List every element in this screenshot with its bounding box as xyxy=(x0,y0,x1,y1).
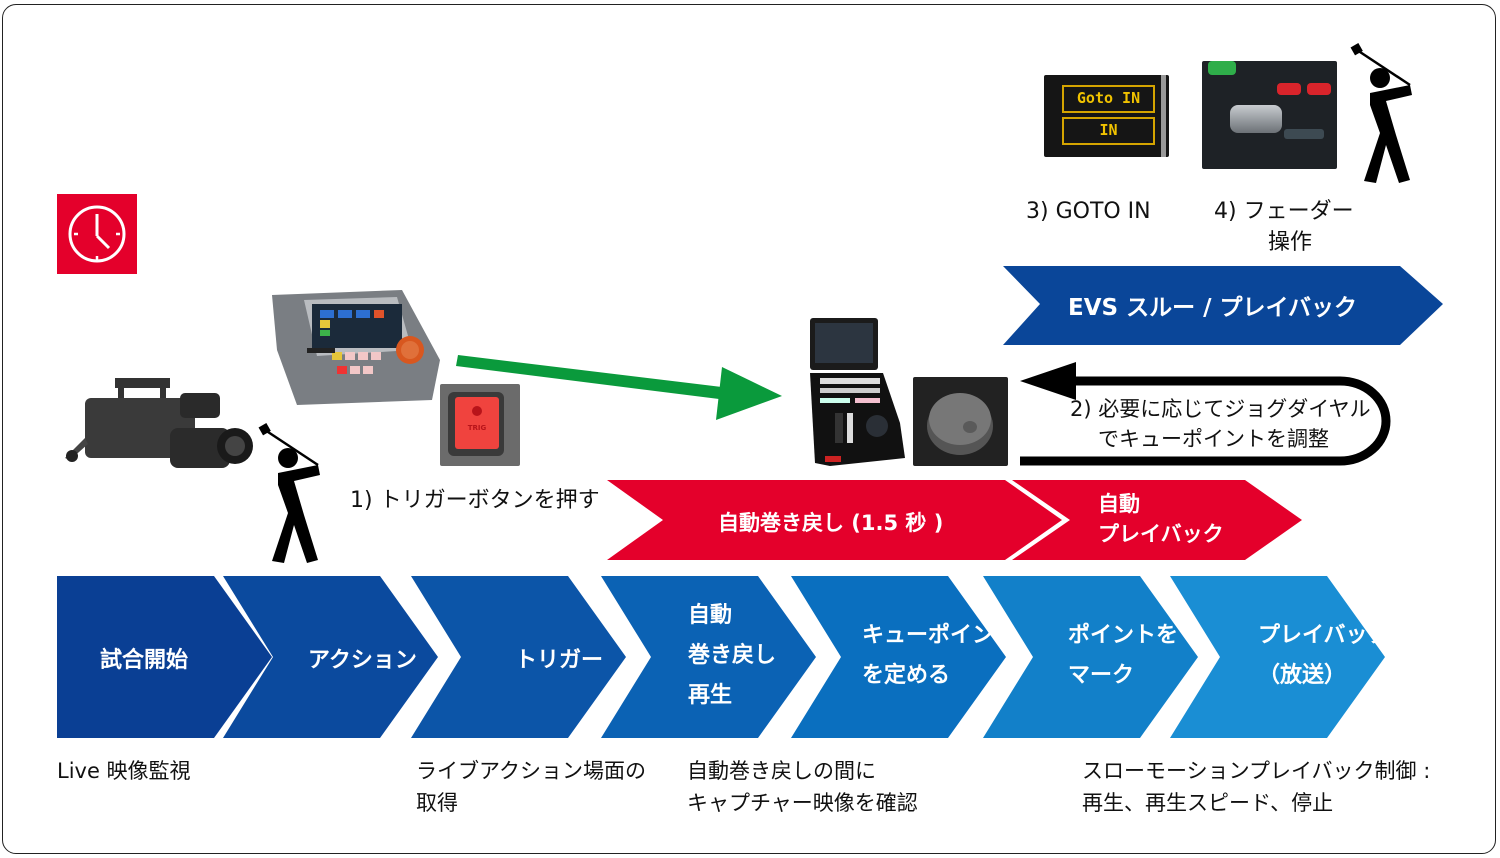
flow-step-label: （放送） xyxy=(1258,663,1347,688)
red-step-2-label-line2: プレイバック xyxy=(1098,522,1224,546)
flow-step-label: トリガー xyxy=(515,648,604,673)
trigger-note-label: 1) トリガーボタンを押す xyxy=(350,488,600,513)
description-review-line2: キャプチャー映像を確認 xyxy=(687,791,918,815)
evs-banner-shape xyxy=(1003,266,1443,345)
flow-step-label: 巻き戻し xyxy=(688,643,777,668)
in-button-text: IN xyxy=(1099,121,1118,139)
flow-step-chevron xyxy=(223,576,438,738)
fader-image xyxy=(1202,61,1337,169)
description-live-line1: Live 映像監視 xyxy=(57,759,191,783)
jog-note-line1: 2) 必要に応じてジョグダイヤル xyxy=(1070,397,1371,421)
evs-banner-label: EVS スルー / プレイバック xyxy=(1068,295,1358,321)
flow-step-chevron xyxy=(57,576,272,738)
description-slowmo-line2: 再生、再生スピード、停止 xyxy=(1082,791,1334,815)
flow-step-label: マーク xyxy=(1068,663,1135,688)
flow-step-label: 自動 xyxy=(688,603,733,628)
jog-dial-image xyxy=(913,377,1008,466)
jog-return-arrow xyxy=(1020,362,1391,466)
flow-step-label: ポイントを xyxy=(1068,623,1179,648)
flow-step-chevron xyxy=(411,576,626,738)
description-review-line1: 自動巻き戻しの間に xyxy=(687,759,876,783)
red-step-2-label-line1: 自動 xyxy=(1098,492,1140,516)
golfer-icon xyxy=(258,423,320,563)
flow-step-label: 再生 xyxy=(688,683,733,708)
clock-icon xyxy=(57,194,137,274)
flow-step-chevron xyxy=(791,576,1006,738)
red-step-chevron-1 xyxy=(607,480,1062,560)
goto-in-button-text: Goto IN xyxy=(1076,89,1141,107)
red-step-chevron-2 xyxy=(1012,480,1302,560)
step-4-fader-label-line2: 操作 xyxy=(1268,230,1313,255)
flow-step-chevron xyxy=(601,576,816,738)
step-4-fader-label-line1: 4) フェーダー xyxy=(1214,199,1354,224)
flow-step-label: プレイバック xyxy=(1258,623,1390,648)
flow-step-chevron xyxy=(1170,576,1385,738)
trigger-button-image: TRIG xyxy=(440,384,520,466)
flow-step-label: アクション xyxy=(308,648,417,673)
description-slowmo-line1: スローモーションプレイバック制御 : xyxy=(1082,759,1431,783)
goto-in-panel-image: Goto IN IN xyxy=(1044,75,1169,157)
diagram-frame xyxy=(2,4,1496,854)
description-capture-line1: ライブアクション場面の xyxy=(416,759,646,783)
trigger-controller-image xyxy=(272,290,440,405)
flow-step-label: を定める xyxy=(862,663,951,688)
step-3-goto-in-label: 3) GOTO IN xyxy=(1026,199,1151,224)
jog-note-line2: でキューポイントを調整 xyxy=(1098,427,1329,451)
trigger-button-label: TRIG xyxy=(467,424,487,432)
red-step-1-label: 自動巻き戻し (1.5 秒 ) xyxy=(718,511,944,535)
flow-step-chevron xyxy=(983,576,1198,738)
golfer-icon xyxy=(1350,43,1412,183)
flow-step-label: キューポイント xyxy=(862,623,1017,648)
description-capture-line2: 取得 xyxy=(416,791,458,815)
flow-step-label: 試合開始 xyxy=(100,648,189,673)
evs-controller-image xyxy=(805,318,910,466)
broadcast-camera-image xyxy=(60,378,255,488)
green-arrow xyxy=(456,355,782,420)
